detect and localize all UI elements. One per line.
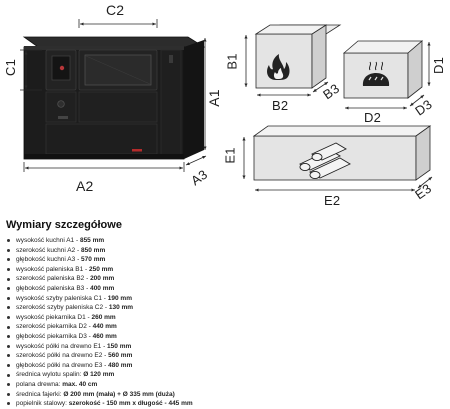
spec-value: 260 mm <box>91 313 116 321</box>
spec-value: 570 mm <box>81 256 106 264</box>
spec-item: szerokość paleniska B2 - 200 mm <box>4 274 444 284</box>
specs-title: Wymiary szczegółowe <box>6 219 122 231</box>
spec-value: 850 mm <box>81 246 106 254</box>
spec-item: szerokość kuchni A2 - 850 mm <box>4 246 444 256</box>
spec-value: 400 mm <box>90 284 115 292</box>
spec-value: 560 mm <box>108 352 133 360</box>
label-b1: B1 <box>224 53 240 70</box>
specs-list: wysokość kuchni A1 - 855 mm szerokość ku… <box>4 236 444 409</box>
spec-value: 190 mm <box>107 294 132 302</box>
spec-item: wysokość paleniska B1 - 250 mm <box>4 265 444 275</box>
spec-value: 130 mm <box>108 304 134 312</box>
spec-value: Ø 120 mm <box>83 371 115 379</box>
label-c2: C2 <box>106 2 125 18</box>
spec-label: głębokość półki na drewno E3 - <box>16 361 109 369</box>
spec-item: głębokość paleniska B3 - 400 mm <box>4 284 444 294</box>
spec-item: wysokość półki na drewno E1 - 150 mm <box>4 342 444 352</box>
firebox-box <box>254 24 342 89</box>
dimensions-diagram: C2 C1 A1 A2 A3 B1 B2 B3 D1 D2 D3 E1 E2 E… <box>3 2 447 208</box>
spec-item: głębokość piekarnika D3 - 460 mm <box>4 332 444 342</box>
stove-illustration <box>22 36 206 160</box>
spec-value: 250 mm <box>88 265 114 273</box>
spec-item: głębokość półki na drewno E3 - 480 mm <box>4 361 444 371</box>
spec-label: wysokość szyby paleniska C1 - <box>16 294 108 302</box>
spec-label: szerokość piekarnika D2 - <box>16 323 93 331</box>
spec-item: szerokość szyby paleniska C2 - 130 mm <box>4 303 444 313</box>
spec-label: wysokość piekarnika D1 - <box>16 313 92 321</box>
diagram-drawing <box>20 19 433 192</box>
spec-label: wysokość paleniska B1 - <box>16 265 89 273</box>
spec-label: polana drewna: <box>16 380 63 388</box>
label-e2: E2 <box>324 193 341 208</box>
spec-label: głębokość piekarnika D3 - <box>16 332 93 340</box>
spec-item: szerokość półki na drewno E2 - 560 mm <box>4 351 444 361</box>
wood-shelf-dimension-lines <box>242 137 433 192</box>
firewood-icon <box>299 142 351 180</box>
spec-item: średnica wylotu spalin: Ø 120 mm <box>4 370 444 380</box>
spec-item: popielnik stalowy: szerokość - 150 mm x … <box>4 399 444 409</box>
spec-label: popielnik stalowy: <box>16 400 69 408</box>
spec-label: szerokość kuchni A2 - <box>16 246 82 254</box>
spec-label: wysokość półki na drewno E1 - <box>16 342 108 350</box>
label-a1: A1 <box>205 89 222 107</box>
bread-icon <box>362 61 390 86</box>
label-a2: A2 <box>76 178 94 194</box>
label-b2: B2 <box>272 98 289 113</box>
label-d2: D2 <box>364 110 382 125</box>
spec-label: średnica wylotu spalin: <box>16 371 84 379</box>
spec-item: wysokość kuchni A1 - 855 mm <box>4 236 444 246</box>
spec-value: 440 mm <box>92 323 117 331</box>
oven-dimension-lines <box>345 42 431 110</box>
spec-item: polana drewna: max. 40 cm <box>4 380 444 390</box>
label-c1: C1 <box>3 58 19 77</box>
oven-box <box>342 40 424 99</box>
stove-dimension-lines <box>20 19 207 172</box>
firebox-dimension-lines <box>244 35 329 97</box>
spec-label: szerokość paleniska B2 - <box>16 275 91 283</box>
spec-item: wysokość szyby paleniska C1 - 190 mm <box>4 294 444 304</box>
label-d1: D1 <box>431 56 447 75</box>
spec-value: Ø 200 mm (mała) + Ø 335 mm (duża) <box>63 390 175 398</box>
spec-value: 460 mm <box>92 332 117 340</box>
spec-label: głębokość paleniska B3 - <box>16 284 91 292</box>
spec-item: wysokość piekarnika D1 - 260 mm <box>4 313 444 323</box>
spec-label: szerokość szyby paleniska C2 - <box>16 304 109 312</box>
spec-value: 150 mm <box>107 342 132 350</box>
fire-icon <box>267 54 290 80</box>
spec-label: wysokość kuchni A1 - <box>16 237 80 244</box>
spec-label: średnica fajerki: <box>16 390 64 398</box>
spec-value: szerokość - 150 mm x długość - 445 mm <box>68 400 193 408</box>
spec-item: głębokość kuchni A3 - 570 mm <box>4 255 444 265</box>
spec-label: głębokość kuchni A3 - <box>16 256 82 264</box>
spec-value: 855 mm <box>79 237 105 244</box>
wood-shelf-box <box>252 125 432 181</box>
spec-item: średnica fajerki: Ø 200 mm (mała) + Ø 33… <box>4 390 444 400</box>
spec-value: max. 40 cm <box>62 380 98 388</box>
label-e1: E1 <box>222 147 238 164</box>
spec-label: szerokość półki na drewno E2 - <box>16 352 109 360</box>
spec-value: 200 mm <box>90 275 115 283</box>
spec-item: szerokość piekarnika D2 - 440 mm <box>4 322 444 332</box>
spec-value: 480 mm <box>108 361 133 369</box>
